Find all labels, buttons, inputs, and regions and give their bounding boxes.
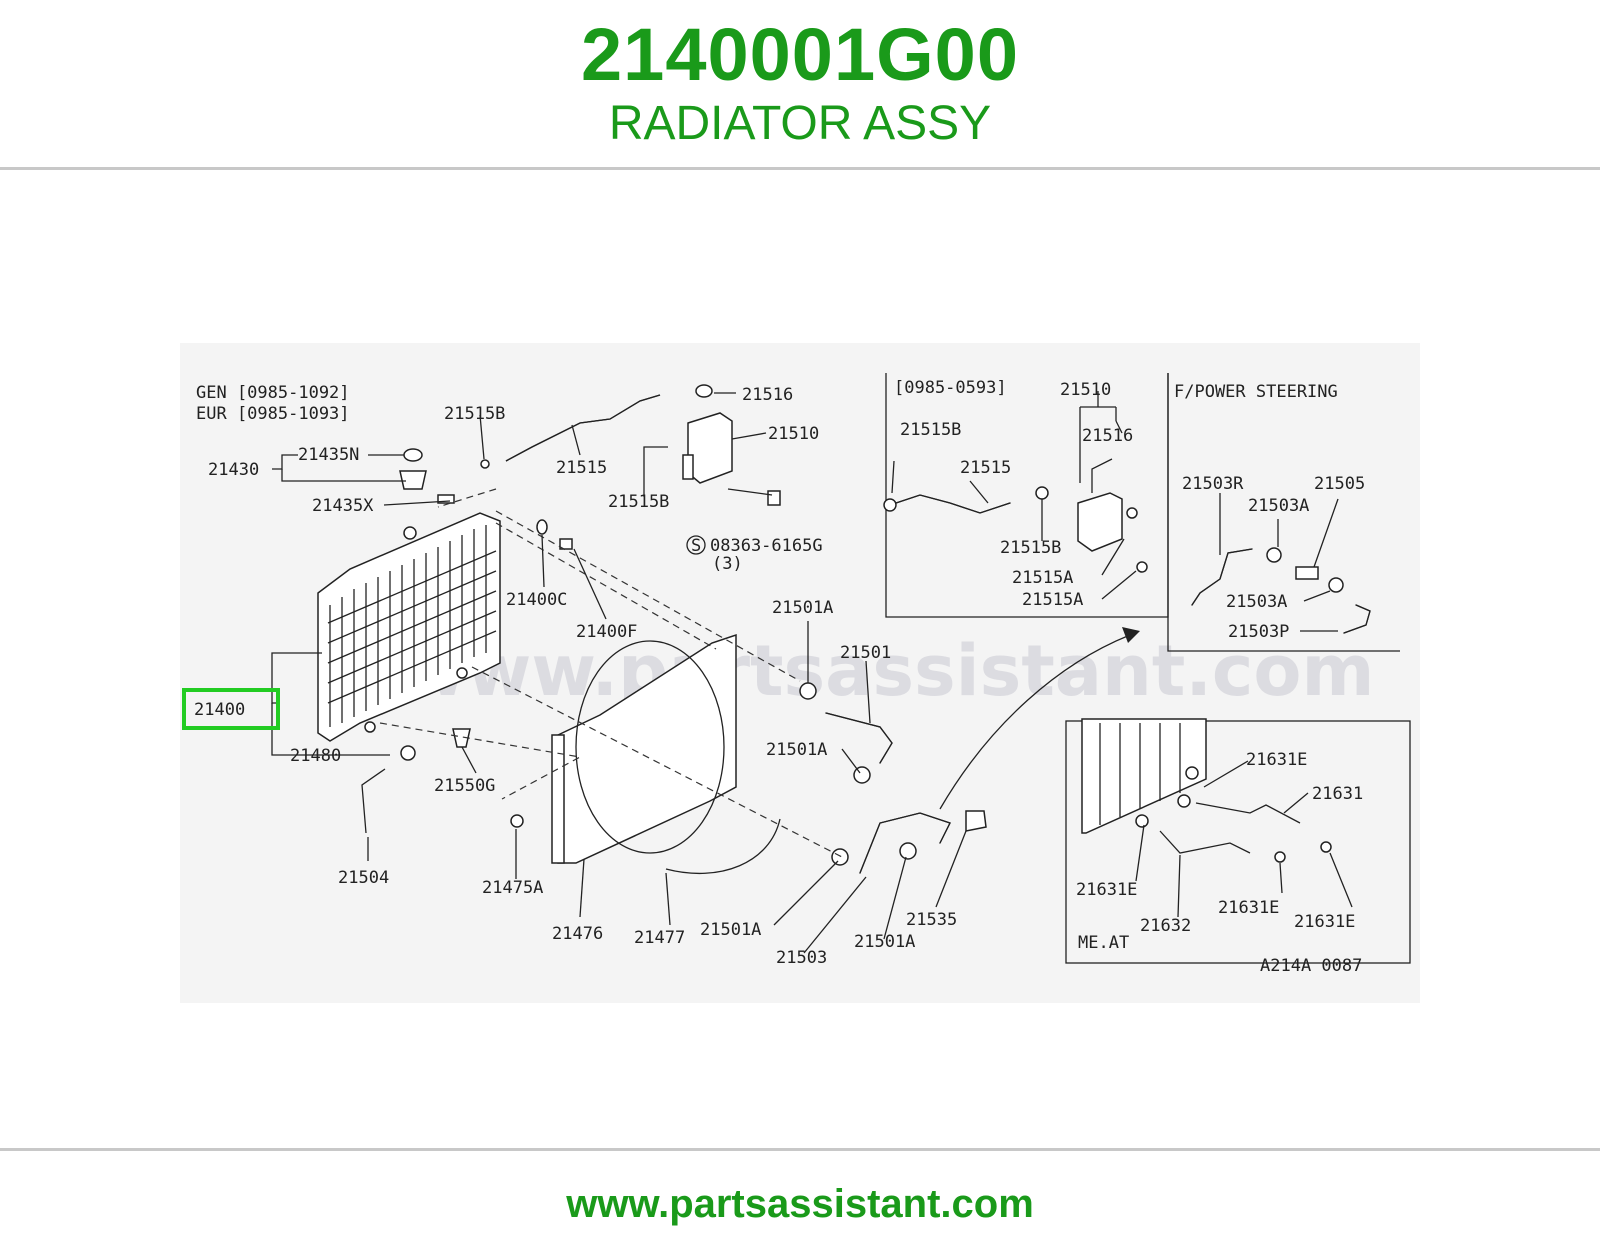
hose-cap-part xyxy=(965,810,987,832)
label-inset1-21515B[interactable]: 21515B xyxy=(900,420,961,440)
inset-box-3 xyxy=(1065,720,1411,964)
label-21515B[interactable]: 21515B xyxy=(444,404,505,424)
cap-gasket-part xyxy=(403,448,423,462)
inset3-parts xyxy=(1081,718,1353,918)
filler-neck-part xyxy=(437,494,455,504)
drain-hose-part xyxy=(361,768,386,834)
clamp-lower-a xyxy=(831,848,849,866)
note-eur: EUR [0985-1093] xyxy=(196,404,350,424)
label-21435N[interactable]: 21435N xyxy=(298,445,359,465)
label-21504[interactable]: 21504 xyxy=(338,868,389,888)
reservoir-hose-inner xyxy=(505,394,661,462)
note-inset2: F/POWER STEERING xyxy=(1174,382,1338,402)
note-gen: GEN [0985-1092] xyxy=(196,383,350,403)
standard-part-symbol-s: S xyxy=(691,536,701,556)
label-inset1-21515A[interactable]: 21515A xyxy=(1012,568,1073,588)
lower-hose-inner xyxy=(859,812,951,874)
label-21501A-1[interactable]: 21501A xyxy=(772,598,833,618)
callout-arrow-head xyxy=(1122,627,1140,643)
note-qty: (3) xyxy=(712,554,743,574)
clamp-upper-a xyxy=(799,682,817,700)
label-21480[interactable]: 21480 xyxy=(290,746,341,766)
inset-box-2 xyxy=(1167,373,1400,652)
label-21476[interactable]: 21476 xyxy=(552,924,603,944)
watermark: www.partsassistant.com xyxy=(402,630,1374,712)
label-21503[interactable]: 21503 xyxy=(776,948,827,968)
footer-divider xyxy=(0,1148,1600,1151)
label-inset3-21631E-2[interactable]: 21631E xyxy=(1076,880,1137,900)
mount-bolt-part xyxy=(559,538,573,550)
hose-clamp-part xyxy=(480,459,490,469)
rubber-mount-part xyxy=(452,728,471,748)
dashed-guides xyxy=(379,488,843,858)
label-21475A[interactable]: 21475A xyxy=(482,878,543,898)
clamp-lower-b xyxy=(899,842,917,860)
label-21501[interactable]: 21501 xyxy=(840,643,891,663)
label-21435X[interactable]: 21435X xyxy=(312,496,374,516)
label-inset3-21631E-4[interactable]: 21631E xyxy=(1294,912,1355,932)
label-21477[interactable]: 21477 xyxy=(634,928,685,948)
footer-url[interactable]: www.partsassistant.com xyxy=(566,1182,1034,1226)
label-inset2-21503A-2[interactable]: 21503A xyxy=(1226,592,1287,612)
label-inset1-21516[interactable]: 21516 xyxy=(1082,426,1133,446)
leader-lines xyxy=(271,392,967,954)
target-part-highlight xyxy=(182,688,280,730)
label-21550G[interactable]: 21550G xyxy=(434,776,495,796)
note-inset1: [0985-0593] xyxy=(894,378,1007,398)
label-21400C[interactable]: 21400C xyxy=(506,590,567,610)
radiator-core xyxy=(317,512,501,742)
note-inset3: ME.AT xyxy=(1078,933,1129,953)
mount-grommet-part xyxy=(536,519,548,535)
label-inset3-21631[interactable]: 21631 xyxy=(1312,784,1363,804)
label-21501A-4[interactable]: 21501A xyxy=(854,932,915,952)
label-inset3-21631E-1[interactable]: 21631E xyxy=(1246,750,1307,770)
label-inset1-21510[interactable]: 21510 xyxy=(1060,380,1111,400)
header-divider xyxy=(0,167,1600,170)
label-21516[interactable]: 21516 xyxy=(742,385,793,405)
exploded-parts-diagram: www.partsassistant.com GEN [0985-1092] E… xyxy=(180,343,1420,1003)
shroud-bolt-part xyxy=(510,814,524,828)
fan-shroud xyxy=(551,633,737,864)
inset1-parts xyxy=(883,391,1148,600)
callout-arrow xyxy=(939,634,1131,810)
label-inset1-21515B-2[interactable]: 21515B xyxy=(1000,538,1061,558)
standard-part-symbol xyxy=(686,535,706,555)
label-21501A-2[interactable]: 21501A xyxy=(766,740,827,760)
label-21535[interactable]: 21535 xyxy=(906,910,957,930)
shroud-strap-part xyxy=(665,818,781,875)
label-21515[interactable]: 21515 xyxy=(556,458,607,478)
reservoir-tank xyxy=(682,384,781,506)
drain-cock-part xyxy=(400,745,416,761)
upper-hose-inner xyxy=(825,712,893,764)
clamp-upper-b xyxy=(853,766,871,784)
label-inset3-21631E-3[interactable]: 21631E xyxy=(1218,898,1279,918)
diagram-code: A214A 0087 xyxy=(1260,956,1362,976)
label-08363-6165G[interactable]: 08363-6165G xyxy=(710,536,823,556)
label-inset1-21515[interactable]: 21515 xyxy=(960,458,1011,478)
label-inset3-21632[interactable]: 21632 xyxy=(1140,916,1191,936)
part-name: RADIATOR ASSY xyxy=(608,97,992,150)
label-21515B-2[interactable]: 21515B xyxy=(608,492,669,512)
inset2-parts xyxy=(1191,493,1371,634)
label-inset2-21503R[interactable]: 21503R xyxy=(1182,474,1244,494)
label-inset1-21515A-2[interactable]: 21515A xyxy=(1022,590,1083,610)
label-21400F[interactable]: 21400F xyxy=(576,622,637,642)
label-21400[interactable]: 21400 xyxy=(194,700,245,720)
label-inset2-21503A[interactable]: 21503A xyxy=(1248,496,1309,516)
label-inset2-21503P[interactable]: 21503P xyxy=(1228,622,1289,642)
part-number: 2140001G00 xyxy=(581,13,1019,96)
label-inset2-21505[interactable]: 21505 xyxy=(1314,474,1365,494)
label-21501A-3[interactable]: 21501A xyxy=(700,920,761,940)
filler-cap-part xyxy=(399,470,427,490)
label-21510[interactable]: 21510 xyxy=(768,424,819,444)
label-21430[interactable]: 21430 xyxy=(208,460,259,480)
